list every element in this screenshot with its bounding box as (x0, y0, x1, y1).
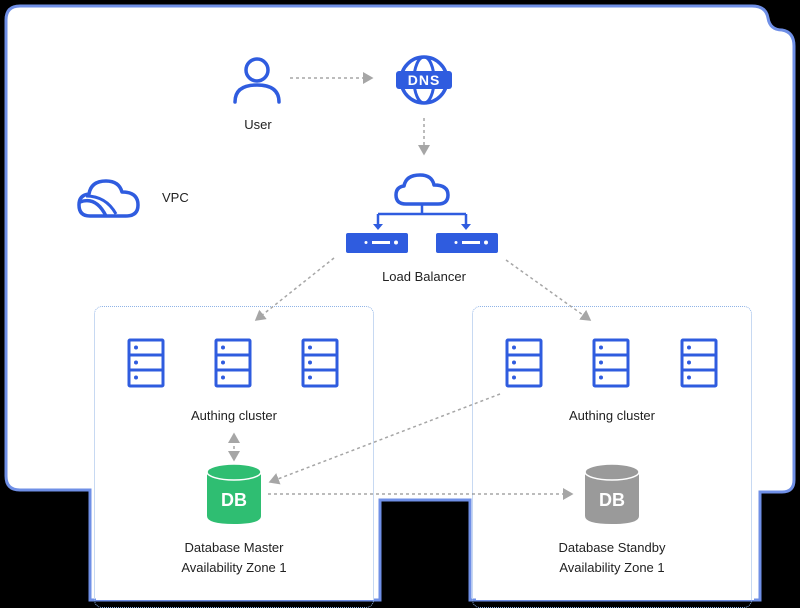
server-icon (505, 338, 543, 388)
user-label: User (244, 117, 272, 132)
database-master-icon: DB (206, 463, 262, 524)
load-balancer-icon (346, 173, 498, 253)
server-icon (680, 338, 718, 388)
server-icon (127, 338, 165, 388)
database-master-label: Database Master (184, 540, 284, 555)
dns-globe-icon: DNS (396, 55, 452, 105)
dns-label: DNS (408, 72, 441, 88)
server-icon (214, 338, 252, 388)
zone-label-right: Availability Zone 1 (559, 560, 665, 575)
arrow-lb-to-left-cluster (254, 257, 335, 321)
vpc-cloud-icon (77, 179, 140, 218)
server-icon (301, 338, 339, 388)
cluster-label-right: Authing cluster (569, 408, 655, 423)
load-balancer-cloud-icon (394, 173, 450, 206)
load-balancer-server-left-icon (346, 233, 408, 253)
load-balancer-label: Load Balancer (382, 269, 466, 284)
zone-label-left: Availability Zone 1 (181, 560, 287, 575)
load-balancer-server-right-icon (436, 233, 498, 253)
user-icon (233, 57, 281, 104)
cluster-label-left: Authing cluster (191, 408, 277, 423)
database-standby-db-text: DB (599, 490, 625, 510)
database-master-db-text: DB (221, 490, 247, 510)
arrow-right-cluster-to-master-db (268, 393, 501, 485)
database-standby-icon: DB (584, 463, 640, 524)
arrow-lb-to-right-cluster (505, 259, 592, 321)
database-standby-label: Database Standby (558, 540, 666, 555)
server-icon (592, 338, 630, 388)
vpc-label: VPC (162, 190, 189, 205)
